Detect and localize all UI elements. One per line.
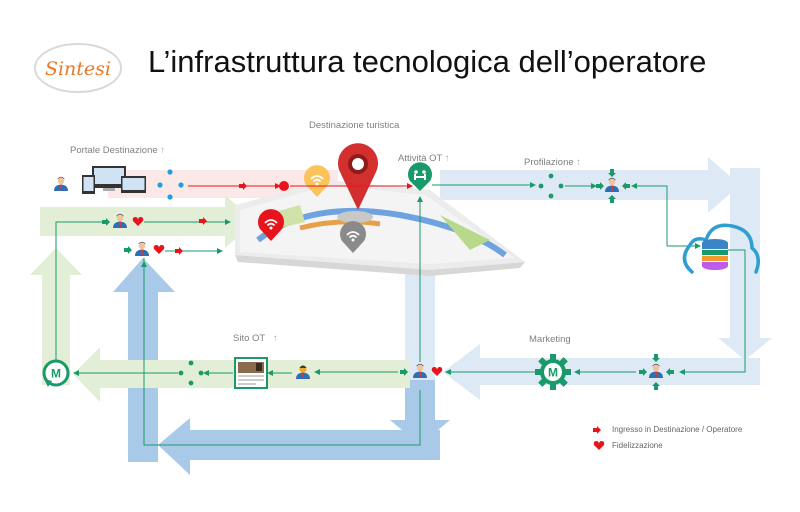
profilazione-hub-icon xyxy=(538,173,564,199)
wifi-pin-grey-icon xyxy=(340,221,366,253)
green-arrow-icon xyxy=(124,246,132,254)
activity-pin-icon xyxy=(408,162,432,191)
loop-m-icon: M xyxy=(42,359,70,387)
flow-green-left-loop xyxy=(55,221,102,362)
legend-fidelizzazione-label: Fidelizzazione xyxy=(612,441,663,450)
band-bottom xyxy=(158,418,440,475)
logo-text: Sintesi xyxy=(45,58,111,80)
portal-user-icon xyxy=(54,176,68,191)
entry-arrow-icon xyxy=(175,247,183,255)
portal-devices-icon xyxy=(82,166,146,194)
flow-green-bottom-loop xyxy=(143,258,421,446)
label-marketing: Marketing xyxy=(529,334,571,345)
svg-text:M: M xyxy=(51,367,61,381)
band-profilazione xyxy=(440,157,740,213)
legend-entry-arrow-icon xyxy=(593,426,601,434)
wifi-pin-yellow-icon xyxy=(304,165,330,197)
label-portale: Portale Destinazione ↑ xyxy=(70,145,166,156)
svg-text:M: M xyxy=(548,366,558,380)
user-icon xyxy=(135,241,149,256)
label-attivita: Attività OT ↑ xyxy=(398,153,450,164)
location-pin-icon xyxy=(338,143,378,210)
legend-entry-label: Ingresso in Destinazione / Operatore xyxy=(612,425,743,434)
sintesi-logo: Sintesi xyxy=(34,43,122,93)
flow-db-to-marketing xyxy=(679,249,746,375)
label-profilazione: Profilazione ↑ xyxy=(524,157,582,168)
flow-db-to-profile xyxy=(631,183,668,246)
portal-hub-icon xyxy=(157,169,184,200)
label-destinazione: Destinazione turistica xyxy=(309,120,400,131)
heart-icon xyxy=(153,245,165,254)
marketing-gear-icon: M xyxy=(535,354,571,390)
wifi-pin-red-icon xyxy=(258,209,284,241)
website-thumbnail-icon xyxy=(234,357,268,389)
cloud-database-icon xyxy=(682,223,760,274)
legend-heart-icon xyxy=(593,441,605,450)
label-sito: Sito OT ↑ xyxy=(233,333,278,344)
page-title: L’infrastruttura tecnologica dell’operat… xyxy=(148,44,707,79)
red-node xyxy=(279,181,289,191)
sito-hub-icon xyxy=(178,360,204,386)
